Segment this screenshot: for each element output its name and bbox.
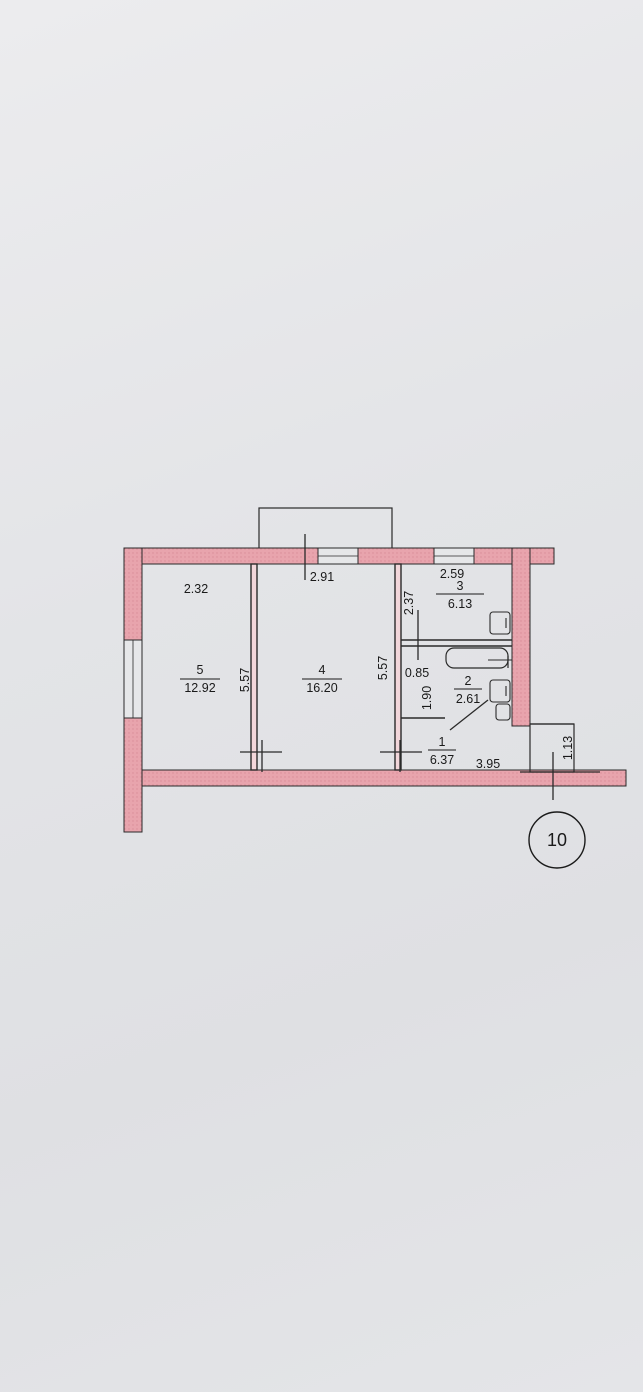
dim-room4-length: 5.57 — [376, 656, 390, 680]
room5-area: 12.92 — [184, 681, 215, 695]
dim-bath-width: 0.85 — [405, 666, 429, 680]
room1-area: 6.37 — [430, 753, 454, 767]
fixtures — [489, 611, 511, 721]
room2-number: 2 — [465, 674, 472, 688]
dim-hall-length: 3.95 — [476, 757, 500, 771]
balcony — [258, 507, 393, 551]
dim-bath-length: 1.90 — [420, 686, 434, 710]
bathtub — [445, 647, 509, 669]
dim-niche-depth: 1.13 — [561, 736, 575, 760]
partitions — [250, 563, 512, 771]
dim-room4-width: 2.91 — [310, 570, 334, 584]
dim-room3-length: 2.37 — [402, 591, 416, 615]
room1-number: 1 — [439, 735, 446, 749]
apartment-number: 10 — [547, 830, 567, 850]
room3-area: 6.13 — [448, 597, 472, 611]
room2-area: 2.61 — [456, 692, 480, 706]
dim-room5-width: 2.32 — [184, 582, 208, 596]
room4-area: 16.20 — [306, 681, 337, 695]
apartment-number-circle — [528, 811, 586, 869]
room5-number: 5 — [197, 663, 204, 677]
window-lines — [132, 555, 474, 718]
door-marks — [240, 534, 600, 800]
room3-number: 3 — [457, 579, 464, 593]
dim-room5-length: 5.57 — [238, 668, 252, 692]
dim-room3-width: 2.59 — [440, 567, 464, 581]
room4-number: 4 — [319, 663, 326, 677]
